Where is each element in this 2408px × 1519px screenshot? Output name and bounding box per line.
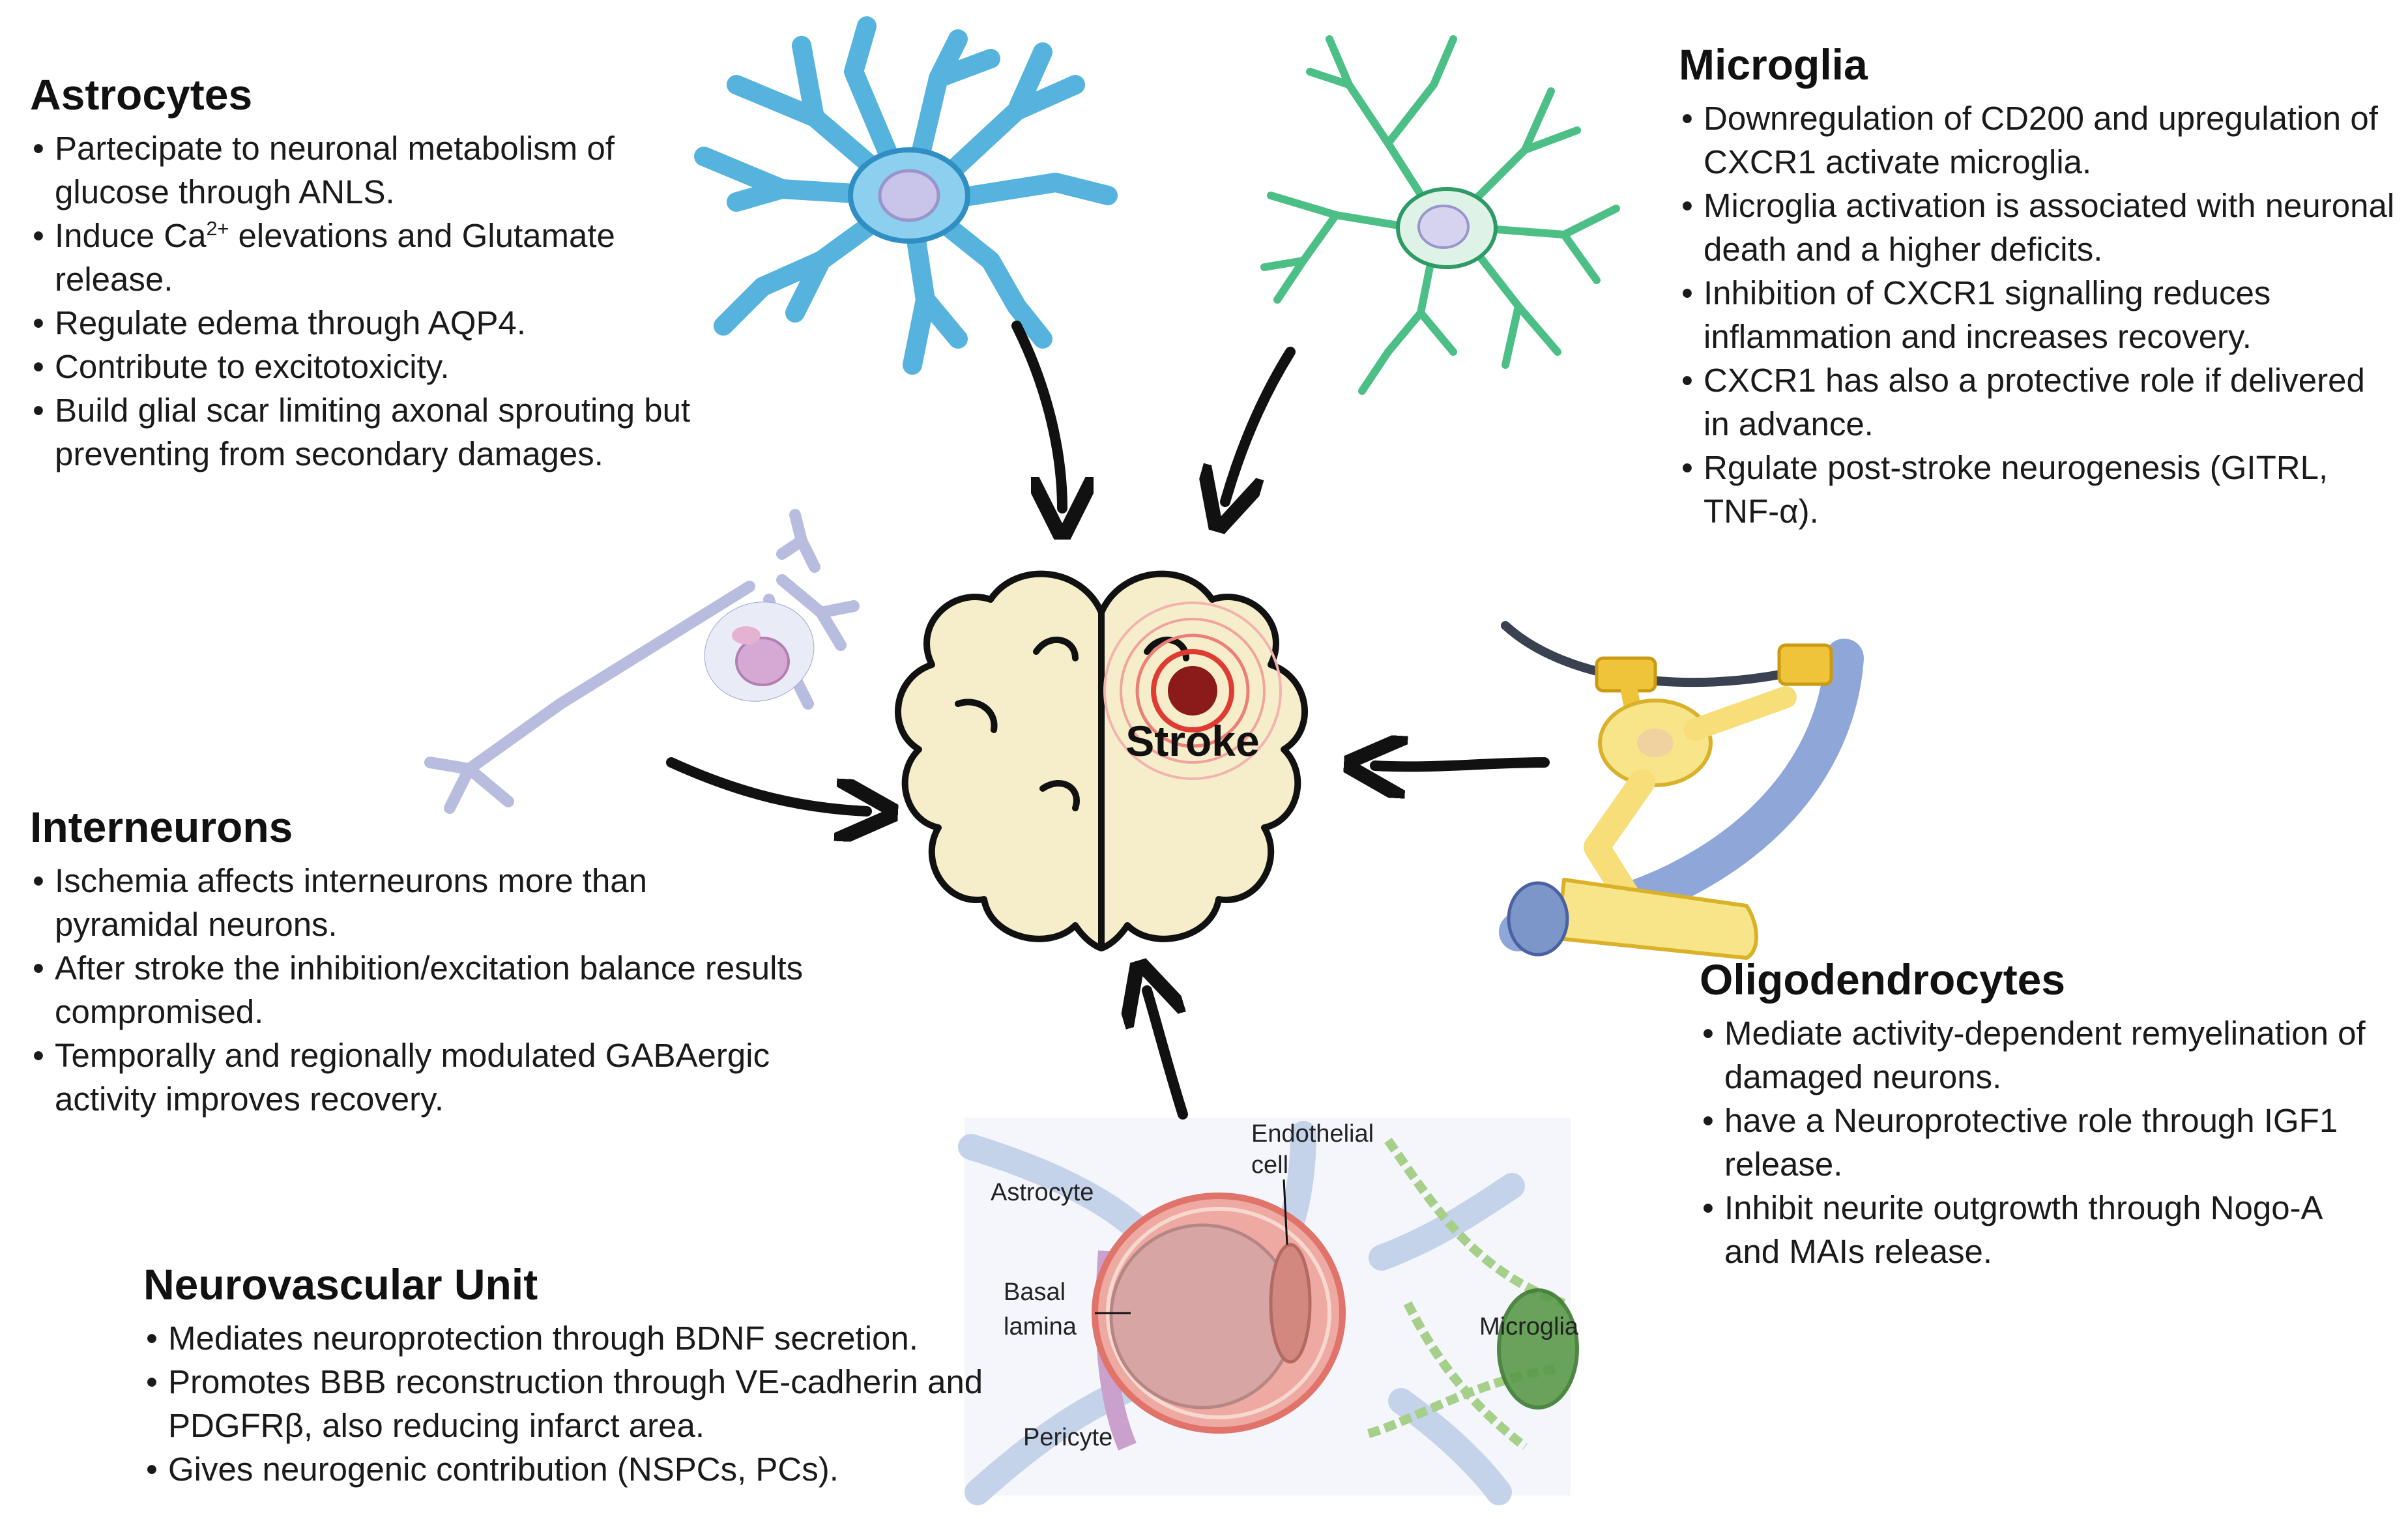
interneurons-list: Ischemia affects interneurons more than … (30, 859, 897, 1121)
microglia-section: Microglia Downregulation of CD200 and up… (1679, 40, 2396, 533)
oligodendrocytes-item: Mediate activity-dependent remyelination… (1700, 1011, 2403, 1099)
oligodendrocyte-illustration (1499, 621, 1864, 960)
neurovascular-section: Neurovascular Unit Mediates neuroprotect… (143, 1260, 991, 1491)
interneuron-illustration (424, 509, 860, 814)
neurovascular-item: Gives neurogenic contribution (NSPCs, PC… (143, 1447, 991, 1491)
oligodendrocytes-section: Oligodendrocytes Mediate activity-depend… (1700, 955, 2403, 1273)
microglia-item: Inhibition of CXCR1 signalling reduces i… (1679, 271, 2396, 358)
oligodendrocytes-list: Mediate activity-dependent remyelination… (1700, 1011, 2403, 1273)
nvu-label-microglia: Microglia (1479, 1313, 1579, 1340)
interneurons-item: After stroke the inhibition/excitation b… (30, 946, 897, 1034)
interneurons-title: Interneurons (30, 803, 293, 851)
oligodendrocytes-item: Inhibit neurite outgrowth through Nogo-A… (1700, 1186, 2376, 1273)
nvu-label-astrocyte: Astrocyte (991, 1179, 1094, 1206)
astrocyte-cell-illustration (694, 16, 1118, 375)
arrow-neurovascular (1147, 991, 1188, 1120)
arrows (666, 321, 1550, 1120)
microglia-item: Microglia activation is associated with … (1679, 184, 2396, 271)
nvu-label-basal-line1: Basal (1004, 1279, 1066, 1306)
neurovascular-unit-illustration (958, 1118, 1579, 1505)
neurovascular-title: Neurovascular Unit (143, 1260, 538, 1309)
astrocytes-item: Contribute to excitotoxicity. (30, 345, 721, 388)
astrocytes-item: Build glial scar limiting axonal sprouti… (30, 388, 721, 476)
arrow-interneurons (666, 757, 867, 811)
microglia-item: Rgulate post-stroke neurogenesis (GITRL,… (1679, 446, 2396, 533)
interneurons-section: Interneurons Ischemia affects interneuro… (30, 803, 897, 1121)
oligodendrocytes-item: have a Neuroprotective role through IGF1… (1700, 1099, 2403, 1186)
nvu-label-endothelial-line2: cell (1251, 1151, 1288, 1179)
astrocytes-section: Astrocytes Partecipate to neuronal metab… (30, 70, 721, 476)
astrocytes-item: Partecipate to neuronal metabolism of gl… (30, 126, 721, 214)
stroke-label: Stroke (1125, 717, 1259, 765)
neurovascular-item: Promotes BBB reconstruction through VE-c… (143, 1360, 1015, 1447)
neurovascular-item: Mediates neuroprotection through BDNF se… (143, 1316, 991, 1360)
microglia-item: Downregulation of CD200 and upregulation… (1679, 96, 2396, 184)
microglia-item: CXCR1 has also a protective role if deli… (1679, 358, 2396, 446)
astrocytes-item: Regulate edema through AQP4. (30, 301, 721, 345)
nvu-label-endothelial-line1: Endothelial (1251, 1120, 1374, 1148)
astrocytes-item: Induce Ca2+ elevations and Glutamate rel… (30, 214, 721, 301)
arrow-oligodendrocytes (1375, 762, 1550, 766)
arrow-astrocytes (1011, 321, 1062, 508)
oligodendrocytes-title: Oligodendrocytes (1700, 955, 2066, 1004)
stroke-lesion-marker (1103, 601, 1282, 780)
interneurons-item: Temporally and regionally modulated GABA… (30, 1034, 876, 1121)
neurovascular-list: Mediates neuroprotection through BDNF se… (143, 1316, 991, 1491)
microglia-cell-illustration (1260, 35, 1620, 395)
interneurons-item: Ischemia affects interneurons more than … (30, 859, 746, 946)
astrocytes-title: Astrocytes (30, 70, 253, 119)
nvu-label-basal-line2: lamina (1004, 1313, 1077, 1340)
arrow-microglia (1225, 347, 1296, 502)
microglia-title: Microglia (1679, 40, 1868, 89)
microglia-list: Downregulation of CD200 and upregulation… (1679, 96, 2396, 533)
nvu-label-pericyte: Pericyte (1023, 1424, 1112, 1451)
astrocytes-list: Partecipate to neuronal metabolism of gl… (30, 126, 721, 476)
